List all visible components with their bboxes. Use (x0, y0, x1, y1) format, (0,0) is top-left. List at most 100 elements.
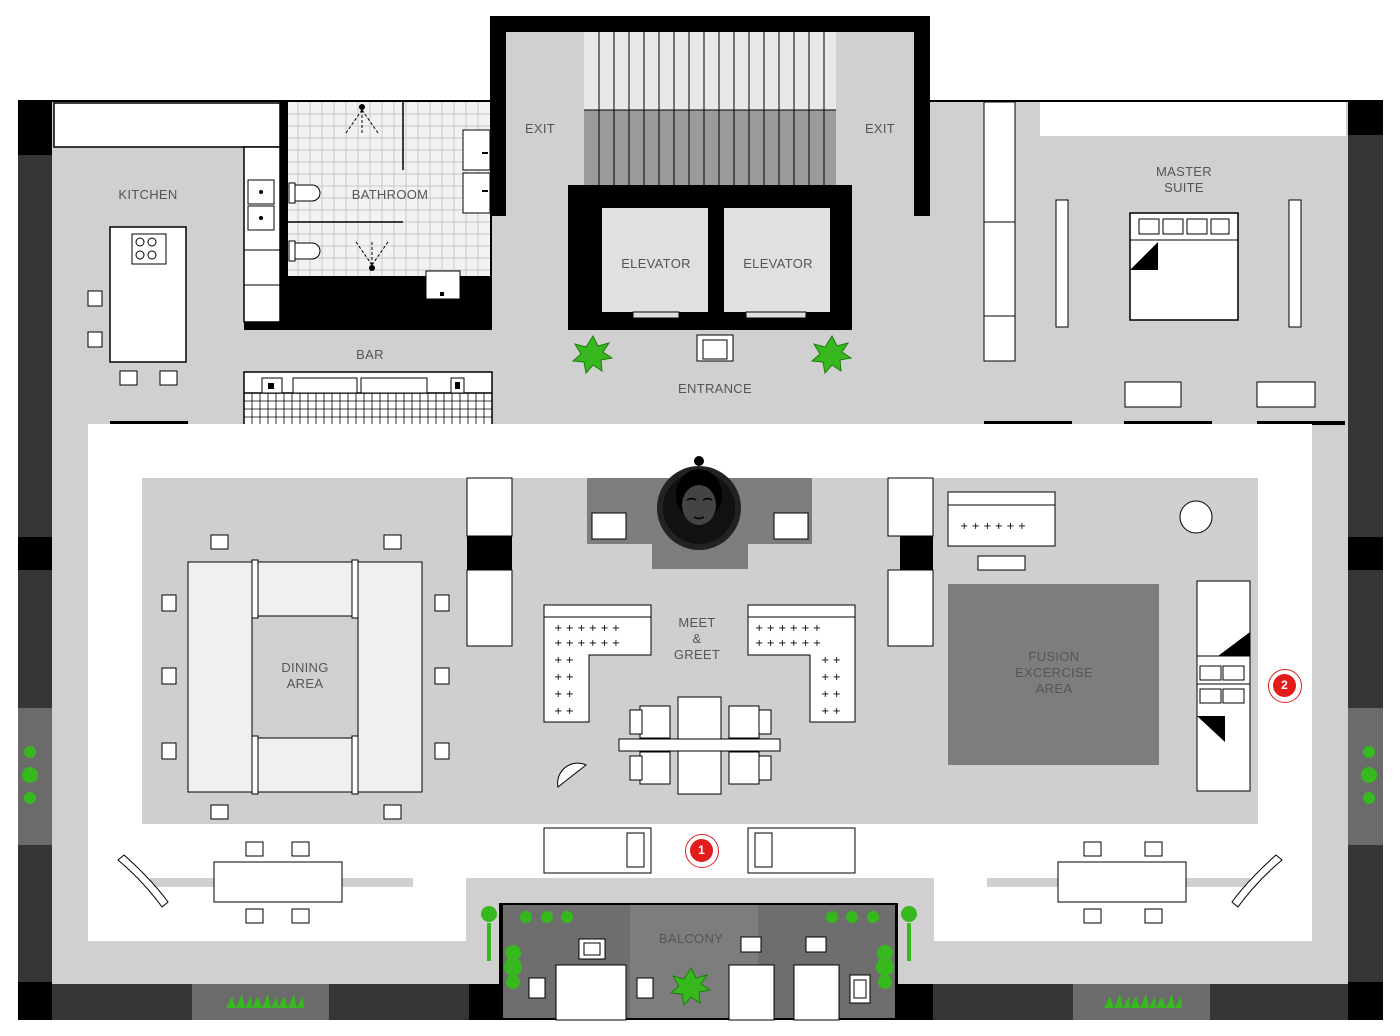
toilet-icon (288, 182, 321, 204)
elevator-cab-2 (724, 208, 830, 312)
elevator-door-2 (745, 311, 807, 319)
conference-table (618, 696, 781, 795)
sectional-sofa-right (747, 604, 856, 723)
bar-tiles (244, 393, 492, 446)
svg-text:+ + + + + +: + + + + + + (554, 638, 620, 649)
sofa-cushions: + + + + + + + + + + + + + + + + + + + + … (554, 623, 841, 717)
chair (1083, 908, 1102, 924)
svg-text:+ + + + + +: + + + + + + (755, 638, 821, 649)
stool (87, 331, 103, 348)
lounge-chair (740, 936, 762, 953)
stool (119, 370, 138, 386)
svg-text:+ + + + + +: + + + + + + (960, 521, 1026, 532)
svg-text:+ +: + + (554, 655, 574, 666)
svg-text:+ +: + + (821, 655, 841, 666)
sink-icon (462, 129, 491, 171)
hotspot-marker-1-label: 1 (690, 839, 713, 862)
chair (1083, 841, 1102, 857)
stove-icon (131, 233, 167, 265)
statue-bench (773, 512, 809, 540)
svg-text:+ +: + + (821, 706, 841, 717)
svg-text:+ +: + + (554, 689, 574, 700)
chair (1144, 908, 1163, 924)
bar-sink (292, 377, 358, 394)
stairs-upper (584, 32, 836, 110)
statue-bench (591, 512, 627, 540)
daybed-unit (1196, 580, 1251, 792)
terrace-table (1057, 861, 1187, 903)
closet-2 (983, 221, 1016, 317)
label-dining-area: DINING AREA (281, 660, 329, 691)
label-kitchen: KITCHEN (118, 187, 178, 202)
balcony-seat (728, 964, 775, 1021)
elevator-door-1 (632, 311, 680, 319)
curved-bench (1231, 854, 1283, 908)
svg-text:+ + + + + +: + + + + + + (554, 623, 620, 634)
stair-treads (584, 32, 836, 185)
bed-icon (1129, 212, 1239, 321)
sectional-sofa-left (543, 604, 652, 723)
label-elevator-1: ELEVATOR (621, 256, 691, 271)
chair (291, 908, 310, 924)
lounge-chair (805, 936, 827, 953)
window-bottom-1 (52, 984, 192, 1020)
chair (161, 594, 177, 612)
chair (1144, 841, 1163, 857)
label-entrance: ENTRANCE (678, 381, 752, 396)
chair (210, 534, 229, 550)
label-balcony: BALCONY (658, 931, 724, 946)
label-fusion-exercise: FUSION EXCERCISE AREA (1015, 649, 1093, 696)
kitchen-counter-top (53, 102, 281, 148)
chair (383, 534, 402, 550)
toilet-icon (288, 240, 321, 262)
kitchen-counter-right (243, 146, 281, 323)
hotspot-marker-1[interactable]: 1 (685, 834, 719, 868)
closet-3 (983, 315, 1016, 362)
partition-left (466, 477, 513, 537)
chair (161, 667, 177, 685)
balcony-seat (555, 964, 627, 1021)
chair (245, 841, 264, 857)
label-meet-greet: MEET & GREET (673, 615, 721, 662)
plant-icon (571, 334, 614, 375)
window-bottom-5 (1073, 984, 1210, 1020)
partition-right (887, 569, 934, 647)
svg-text:+ +: + + (821, 672, 841, 683)
svg-text:+ + + + + +: + + + + + + (755, 623, 821, 634)
sink-icon (462, 172, 491, 214)
chair (434, 667, 450, 685)
nightstand-right (1288, 199, 1302, 328)
side-table (557, 762, 587, 788)
window-bottom-6 (1210, 984, 1348, 1020)
balcony-seat (793, 964, 840, 1021)
chair (161, 742, 177, 760)
window-bottom-4 (933, 984, 1073, 1020)
window-bottom-2 (192, 984, 329, 1020)
balcony-stool (528, 977, 546, 999)
hotspot-marker-2-label: 2 (1273, 674, 1296, 697)
shower-icon (345, 104, 379, 135)
label-bar: BAR (356, 347, 384, 362)
suite-bench (1124, 381, 1182, 408)
plant-icon (810, 334, 853, 375)
stool (159, 370, 178, 386)
chair (383, 804, 402, 820)
hotspot-marker-2[interactable]: 2 (1268, 669, 1302, 703)
window-left-2 (18, 570, 52, 708)
stool (87, 290, 103, 307)
plant-icon (669, 966, 712, 1007)
buddha-statue-icon (657, 456, 741, 550)
exercise-step (977, 555, 1026, 571)
window-bottom-3 (329, 984, 469, 1020)
shower-icon (355, 240, 389, 271)
partition-right (887, 477, 934, 537)
partition-left (466, 569, 513, 647)
window-left-1 (18, 155, 52, 537)
curved-bench (117, 854, 169, 908)
nightstand-left (1055, 199, 1069, 328)
window-left-4 (18, 845, 52, 982)
label-exit-left: EXIT (524, 121, 556, 136)
window-right-2 (1348, 570, 1383, 708)
svg-text:+ +: + + (554, 672, 574, 683)
